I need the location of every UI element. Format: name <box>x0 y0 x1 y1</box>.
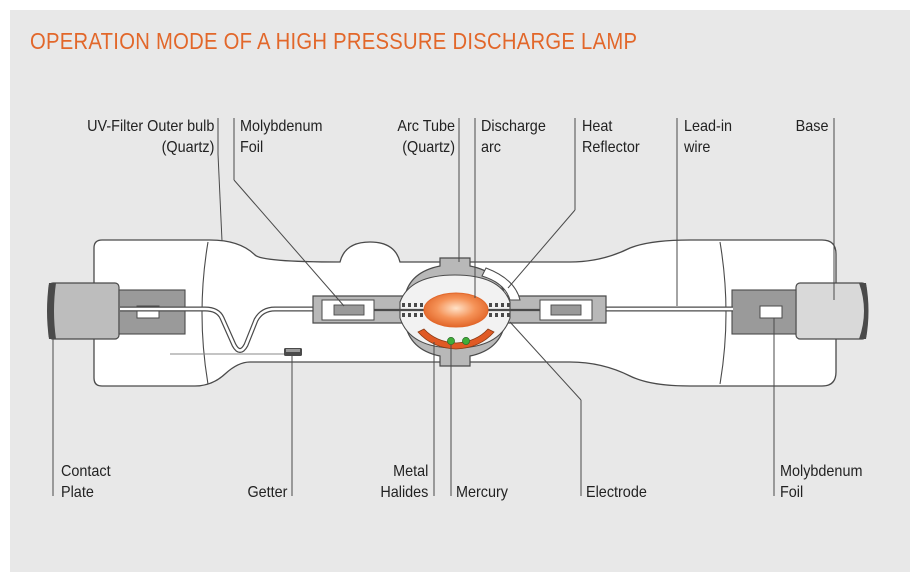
label-uv-filter-outer-bulb: UV-Filter Outer bulb(Quartz) <box>86 118 214 156</box>
mercury-drop-1 <box>447 337 455 345</box>
outer-bulb-inner-right <box>719 241 727 385</box>
contact-plate <box>47 283 56 339</box>
diagram-title: OPERATION MODE OF A HIGH PRESSURE DISCHA… <box>30 28 638 54</box>
contact-plate-cap <box>48 282 120 340</box>
seal-left-foil <box>333 304 365 316</box>
leader-lines <box>52 118 835 496</box>
outer-bulb-inner-left <box>201 241 209 385</box>
right-foil <box>759 305 783 319</box>
metal-halides <box>417 328 495 350</box>
seal-right-foil <box>550 304 582 316</box>
label-getter: Getter <box>246 484 287 501</box>
electrode-coil-right <box>489 303 510 317</box>
electrode-coil-left <box>402 303 423 317</box>
base-cap <box>795 282 867 340</box>
base-cap-edge <box>859 283 869 339</box>
label-base: Base <box>795 118 828 135</box>
label-electrode: Electrode <box>586 484 647 501</box>
label-mercury: Mercury <box>456 484 509 501</box>
label-arc-tube: Arc Tube(Quartz) <box>397 118 455 156</box>
discharge-arc <box>423 292 489 328</box>
heat-reflector <box>481 267 521 301</box>
mercury-drop-2 <box>462 337 470 345</box>
